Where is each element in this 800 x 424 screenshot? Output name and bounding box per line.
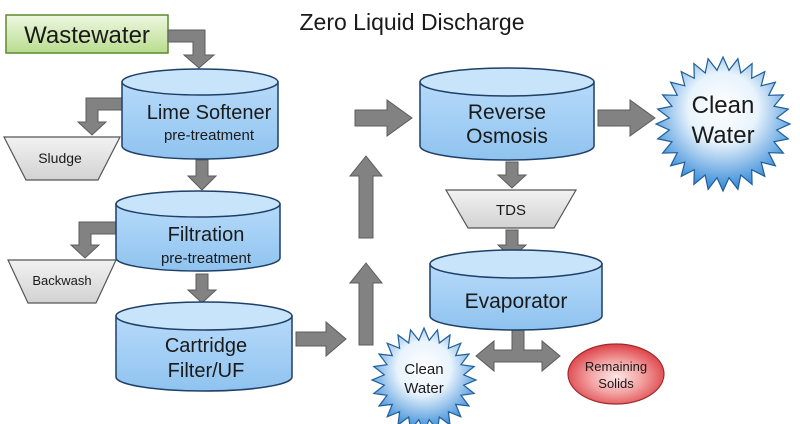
sludge-hopper: Sludge [3,136,121,181]
arrow-lime-to-filtration [186,159,218,191]
arrow-evaporator-split [475,327,561,373]
clean-water-small-line2: Water [404,380,443,397]
arrow-cartridge-out [295,320,347,358]
clean-water-main-line2: Water [691,122,754,149]
reverse-osmosis-line1: Reverse [468,101,546,124]
remaining-solids-line2: Solids [598,376,634,391]
page-title: Zero Liquid Discharge [299,9,524,35]
lime-softener-tank: Lime Softener pre-treatment [121,68,279,160]
tds-label: TDS [496,202,526,219]
backwash-hopper: Backwash [7,259,117,304]
filtration-title: Filtration [168,224,245,246]
wastewater-source: Wastewater [5,14,169,54]
filtration-subtitle: pre-treatment [161,250,252,267]
arrow-to-reverse-osmosis [354,99,413,137]
reverse-osmosis-line2: Osmosis [466,125,548,148]
lime-softener-title: Lime Softener [147,102,272,124]
lime-softener-subtitle: pre-treatment [164,127,255,144]
reverse-osmosis-tank: Reverse Osmosis [419,67,595,161]
wastewater-label: Wastewater [24,22,150,49]
clean-water-main-burst: Clean Water [654,55,792,193]
sludge-label: Sludge [38,150,82,166]
clean-water-small-line1: Clean [404,361,443,378]
arrow-lime-to-sludge [76,97,123,136]
cartridge-filter-tank: Cartridge Filter/UF [115,301,293,392]
arrow-wastewater-to-lime [167,29,216,69]
remaining-solids-oval: Remaining Solids [567,343,665,405]
filtration-tank: Filtration pre-treatment [115,190,281,272]
arrow-filtration-to-cartridge [186,273,218,304]
cartridge-line2: Filter/UF [168,360,245,382]
cartridge-line1: Cartridge [165,335,247,357]
remaining-solids-line1: Remaining [585,359,647,374]
arrow-ro-to-tds [496,161,528,189]
arrow-up-lower [348,262,384,346]
evaporator-title: Evaporator [465,290,568,313]
clean-water-main-line1: Clean [692,92,755,119]
tds-hopper: TDS [444,189,578,229]
arrow-filtration-to-backwash [69,221,117,259]
arrow-ro-to-clean-water [597,99,656,137]
evaporator-tank: Evaporator [429,249,603,331]
backwash-label: Backwash [32,273,91,288]
arrow-up-upper [348,155,384,239]
clean-water-small-burst: Clean Water [370,326,478,424]
